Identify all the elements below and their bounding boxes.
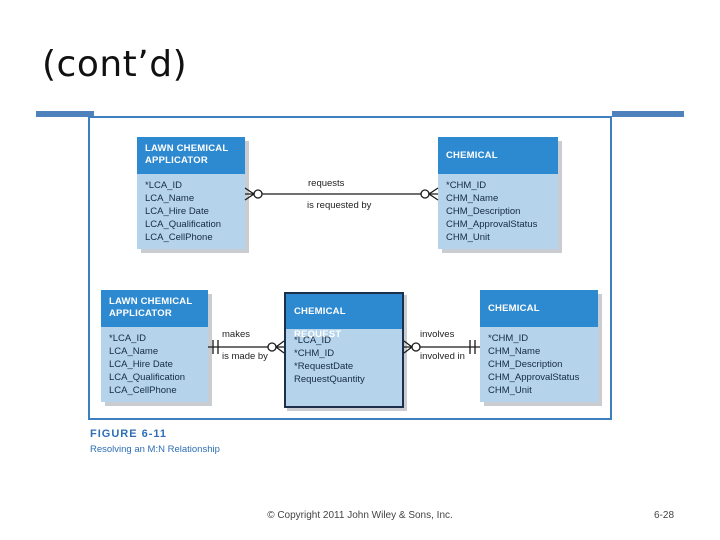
entity-header-line: APPLICATOR (145, 155, 208, 166)
attribute: *LCA_ID (294, 335, 331, 346)
title-rule-left (36, 111, 94, 117)
attribute: LCA_Qualification (109, 372, 186, 383)
relationship-label-involved-in: involved in (420, 351, 465, 362)
attribute: CHM_Unit (488, 385, 532, 396)
entity-header: LAWN CHEMICAL APPLICATOR (137, 137, 245, 174)
relationship-label-requests: requests (308, 178, 345, 189)
entity-lawn-chemical-applicator-bottom: LAWN CHEMICAL APPLICATOR *LCA_ID LCA_Nam… (101, 290, 208, 402)
connector-top-mn (244, 187, 439, 201)
attribute: LCA_Name (145, 193, 195, 204)
entity-attributes: *CHM_ID CHM_Name CHM_Description CHM_App… (480, 327, 598, 402)
figure-subcaption: Resolving an M:N Relationship (90, 444, 220, 455)
entity-header-line: CHEMICAL (446, 150, 498, 161)
attribute: CHM_Description (446, 206, 521, 217)
relationship-label-makes: makes (222, 329, 250, 340)
attribute: *LCA_ID (145, 180, 182, 191)
attribute: *CHM_ID (488, 333, 529, 344)
attribute: LCA_CellPhone (109, 385, 177, 396)
attribute: LCA_Hire Date (109, 359, 173, 370)
attribute: RequestQuantity (294, 374, 365, 385)
slide-footer: © Copyright 2011 John Wiley & Sons, Inc. (267, 510, 453, 521)
figure-caption: FIGURE 6-11 (90, 428, 168, 440)
entity-attributes: *LCA_ID *CHM_ID *RequestDate RequestQuan… (286, 329, 402, 406)
attribute: CHM_Name (488, 346, 541, 357)
connector-request-chemical (403, 340, 480, 354)
entity-chemical-bottom: CHEMICAL *CHM_ID CHM_Name CHM_Descriptio… (480, 290, 598, 402)
entity-attributes: *LCA_ID LCA_Name LCA_Hire Date LCA_Quali… (101, 327, 208, 402)
attribute: *LCA_ID (109, 333, 146, 344)
page-number: 6-28 (654, 510, 675, 521)
entity-attributes: *CHM_ID CHM_Name CHM_Description CHM_App… (438, 174, 558, 249)
entity-header: CHEMICAL (480, 290, 598, 327)
entity-header: CHEMICAL REQUEST (286, 294, 402, 340)
attribute: *CHM_ID (294, 348, 335, 359)
attribute: LCA_Name (109, 346, 159, 357)
attribute: *CHM_ID (446, 180, 487, 191)
entity-header-line: CHEMICAL (488, 303, 540, 314)
attribute: LCA_CellPhone (145, 232, 213, 243)
entity-lawn-chemical-applicator-top: LAWN CHEMICAL APPLICATOR *LCA_ID LCA_Nam… (137, 137, 245, 249)
attribute: CHM_ApprovalStatus (488, 372, 580, 383)
attribute: CHM_Name (446, 193, 499, 204)
relationship-label-is-made-by: is made by (222, 351, 268, 362)
slide-title: (cont’d) (42, 44, 188, 85)
attribute: CHM_Description (488, 359, 563, 370)
entity-header: LAWN CHEMICAL APPLICATOR (101, 290, 208, 327)
entity-chemical-request: CHEMICAL REQUEST *LCA_ID *CHM_ID *Reques… (284, 292, 404, 408)
attribute: CHM_ApprovalStatus (446, 219, 538, 230)
title-rule-right (612, 111, 684, 117)
entity-header: CHEMICAL (438, 137, 558, 174)
attribute: LCA_Qualification (145, 219, 222, 230)
entity-attributes: *LCA_ID LCA_Name LCA_Hire Date LCA_Quali… (137, 174, 245, 249)
entity-header-line: APPLICATOR (109, 308, 172, 319)
entity-header-line: LAWN CHEMICAL (109, 296, 193, 307)
entity-chemical-top: CHEMICAL *CHM_ID CHM_Name CHM_Descriptio… (438, 137, 558, 249)
entity-header-line: LAWN CHEMICAL (145, 143, 229, 154)
relationship-label-involves: involves (420, 329, 455, 340)
connector-applicator-request (208, 340, 285, 354)
relationship-label-is-requested-by: is requested by (307, 200, 372, 211)
attribute: CHM_Unit (446, 232, 490, 243)
attribute: LCA_Hire Date (145, 206, 209, 217)
attribute: *RequestDate (294, 361, 354, 372)
entity-header-line: CHEMICAL REQUEST (294, 306, 346, 340)
